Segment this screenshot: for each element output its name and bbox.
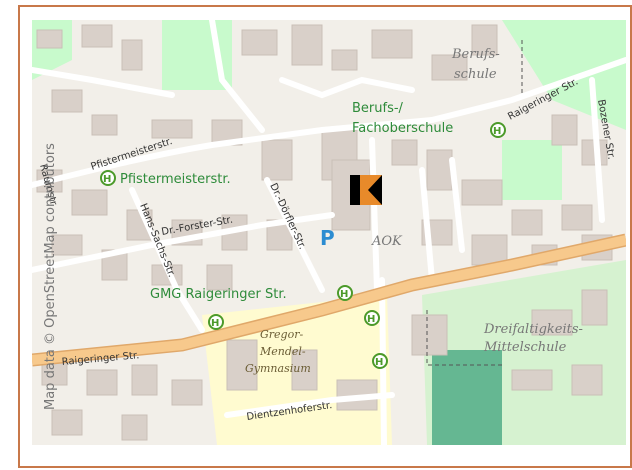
boundary-line — [426, 310, 502, 366]
bus-stop-glyph: H — [211, 318, 219, 329]
bus-stop-glyph: H — [103, 174, 111, 185]
bus-stop-gmg[interactable]: H GMG Raigeringer Str. — [150, 285, 353, 302]
bus-stop-icon — [490, 122, 506, 138]
bus-stop-icon — [364, 310, 380, 326]
place-label-dreifaltigkeit-2: Mittelschule — [483, 340, 567, 355]
bus-stop-glyph: H — [340, 289, 348, 300]
main-road — [32, 235, 626, 365]
bus-stop-glyph: H — [375, 357, 383, 368]
bus-stop-pfistermeister[interactable]: H Pfistermeisterstr. — [100, 170, 231, 187]
sports-field — [432, 350, 502, 445]
place-label-gregor-3: Gymnasium — [245, 362, 311, 375]
map-viewport[interactable]: Pfistermeisterstr. Raigeringer Str. Raig… — [32, 20, 626, 445]
map-canvas[interactable]: Pfistermeisterstr. Raigeringer Str. Raig… — [32, 20, 626, 445]
bus-stop-berufs-fachoberschule[interactable]: H Berufs-/ Fachoberschule — [352, 101, 506, 138]
place-label-gregor-1: Gregor- — [260, 328, 303, 341]
park-area — [502, 140, 562, 200]
bus-stop-icon — [100, 170, 116, 186]
bus-stop-glyph: H — [367, 314, 375, 325]
bus-stop-label-pfistermeister: Pfistermeisterstr. — [120, 172, 231, 187]
bus-stop-icon — [208, 314, 224, 330]
minor-roads — [32, 20, 626, 445]
bus-stop-label-berufs-2: Fachoberschule — [352, 121, 453, 136]
parking-icon[interactable]: P — [320, 226, 335, 250]
bus-stop-unnamed-3[interactable]: H — [372, 353, 388, 369]
place-label-aok: AOK — [371, 234, 403, 249]
place-label-gregor-2: Mendel- — [259, 345, 306, 358]
bus-stop-unnamed-2[interactable]: H — [364, 310, 380, 326]
place-label-berufsschule-2: schule — [454, 67, 497, 82]
bus-stop-label-berufs-1: Berufs-/ — [352, 101, 404, 116]
company-logo-marker-icon[interactable] — [350, 175, 382, 205]
bus-stop-glyph: H — [493, 126, 501, 137]
place-label-berufsschule-1: Berufs- — [451, 47, 500, 62]
map-widget-frame: Pfistermeisterstr. Raigeringer Str. Raig… — [18, 5, 632, 468]
place-label-dreifaltigkeit-1: Dreifaltigkeits- — [483, 322, 583, 337]
bus-stop-icon — [337, 285, 353, 301]
bus-stop-unnamed-1[interactable]: H — [208, 314, 224, 330]
bus-stop-icon — [372, 353, 388, 369]
map-attribution: Map data © OpenStreetMap contributors — [43, 143, 58, 410]
bus-stop-label-gmg: GMG Raigeringer Str. — [150, 287, 287, 302]
